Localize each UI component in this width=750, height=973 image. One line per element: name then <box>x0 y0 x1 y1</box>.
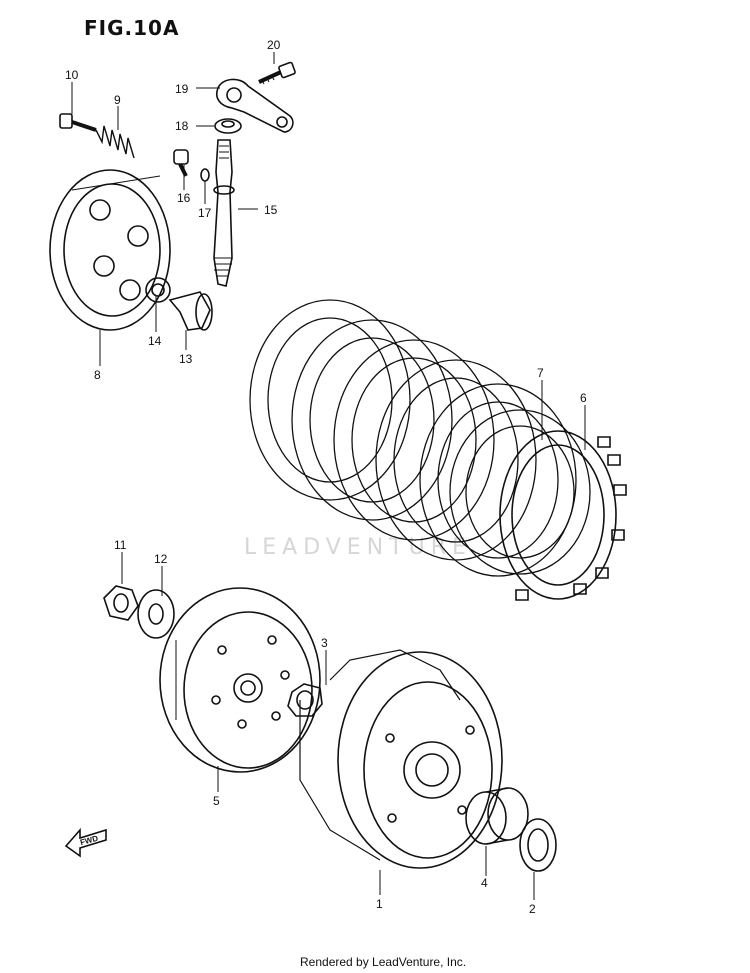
callout-3: 3 <box>321 636 328 650</box>
part-2-washer <box>520 819 556 871</box>
figure-title: FIG.10A <box>84 16 180 40</box>
callout-8: 8 <box>94 368 101 382</box>
part-17-ring <box>201 169 209 181</box>
callout-16: 16 <box>177 191 191 205</box>
part-15-release-shaft <box>214 140 234 286</box>
part-13-push-piece <box>170 292 212 330</box>
part-11-nut <box>104 586 138 620</box>
callout-10: 10 <box>65 68 79 82</box>
callout-11: 11 <box>114 538 127 552</box>
fwd-arrow-icon <box>66 830 106 856</box>
watermark: LEADVENTURE <box>244 535 472 560</box>
callout-17: 17 <box>198 206 212 220</box>
callout-2: 2 <box>529 902 536 916</box>
callout-9: 9 <box>114 93 121 107</box>
callout-6: 6 <box>580 391 587 405</box>
callout-12: 12 <box>154 552 168 566</box>
callout-15: 15 <box>264 203 278 217</box>
part-16-screw <box>174 150 188 176</box>
part-6-friction-plate <box>500 431 626 600</box>
callout-19: 19 <box>175 82 189 96</box>
footer-credit: Rendered by LeadVenture, Inc. <box>300 955 467 969</box>
callout-20: 20 <box>267 38 281 52</box>
part-5-primary-driven-gear <box>160 588 320 772</box>
part-20-bolt <box>259 62 296 84</box>
part-8-pressure-plate <box>50 170 170 330</box>
leader-lines <box>72 52 585 900</box>
callout-4: 4 <box>481 876 488 890</box>
callout-14: 14 <box>148 334 162 348</box>
part-9-spring <box>96 126 134 158</box>
callout-7: 7 <box>537 366 544 380</box>
part-3-thrust-washer <box>288 684 322 716</box>
part-1-clutch-housing <box>300 650 502 868</box>
part-10-bolt <box>60 114 96 130</box>
part-12-lock-washer <box>138 590 174 638</box>
part-7-clutch-plates <box>250 300 590 576</box>
callout-18: 18 <box>175 119 189 133</box>
callout-5: 5 <box>213 794 220 808</box>
callout-1: 1 <box>376 897 383 911</box>
part-19-lever-arm <box>217 79 293 132</box>
part-18-washer <box>215 119 241 133</box>
part-4-needle-bearing <box>466 788 528 844</box>
callout-13: 13 <box>179 352 193 366</box>
